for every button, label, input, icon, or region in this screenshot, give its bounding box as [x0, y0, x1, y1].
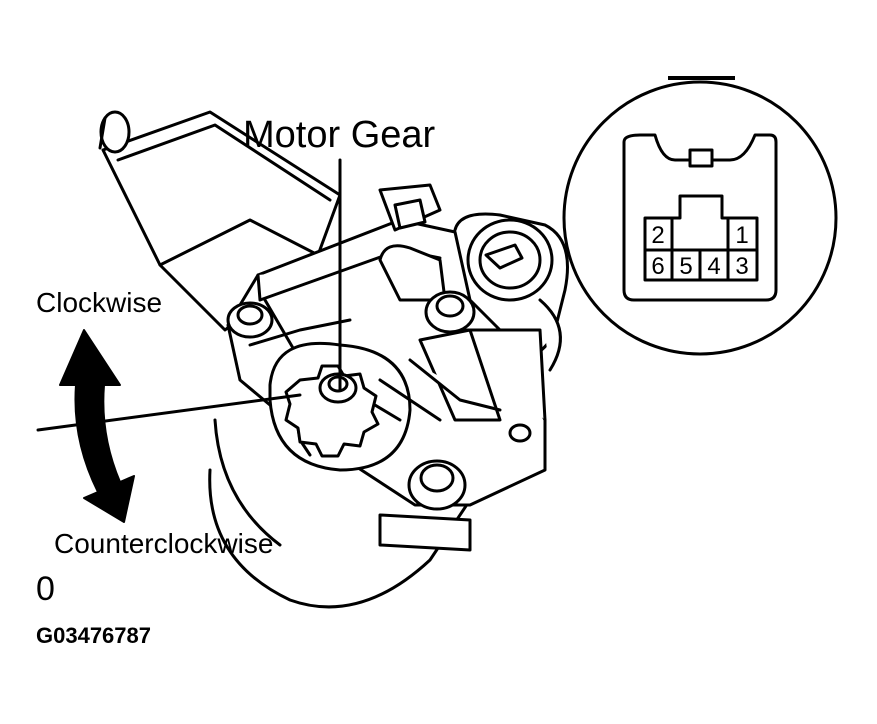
pin-label: 1	[735, 222, 748, 249]
pin-label: 5	[679, 253, 692, 280]
mount-boss-lower	[407, 459, 467, 511]
pin-label: 6	[651, 253, 664, 280]
side-cylinder	[453, 212, 569, 372]
connector-detail	[562, 76, 838, 356]
clockwise-label: Clockwise	[36, 287, 163, 318]
motor-gear-label: Motor Gear	[243, 114, 436, 156]
pin-label: 2	[651, 222, 664, 249]
figure-code: G03476787	[36, 623, 151, 648]
connector-latch	[688, 148, 714, 168]
mount-boss-left	[226, 301, 274, 339]
counterclockwise-label: Counterclockwise	[54, 528, 274, 559]
zero-label: 0	[36, 570, 55, 608]
pin-label: 3	[735, 253, 748, 280]
mount-boss-right	[508, 423, 532, 443]
lower-casing	[208, 418, 472, 609]
pin-label: 4	[707, 253, 720, 280]
rotation-arrow	[59, 329, 135, 523]
mount-boss-upper	[424, 290, 476, 334]
